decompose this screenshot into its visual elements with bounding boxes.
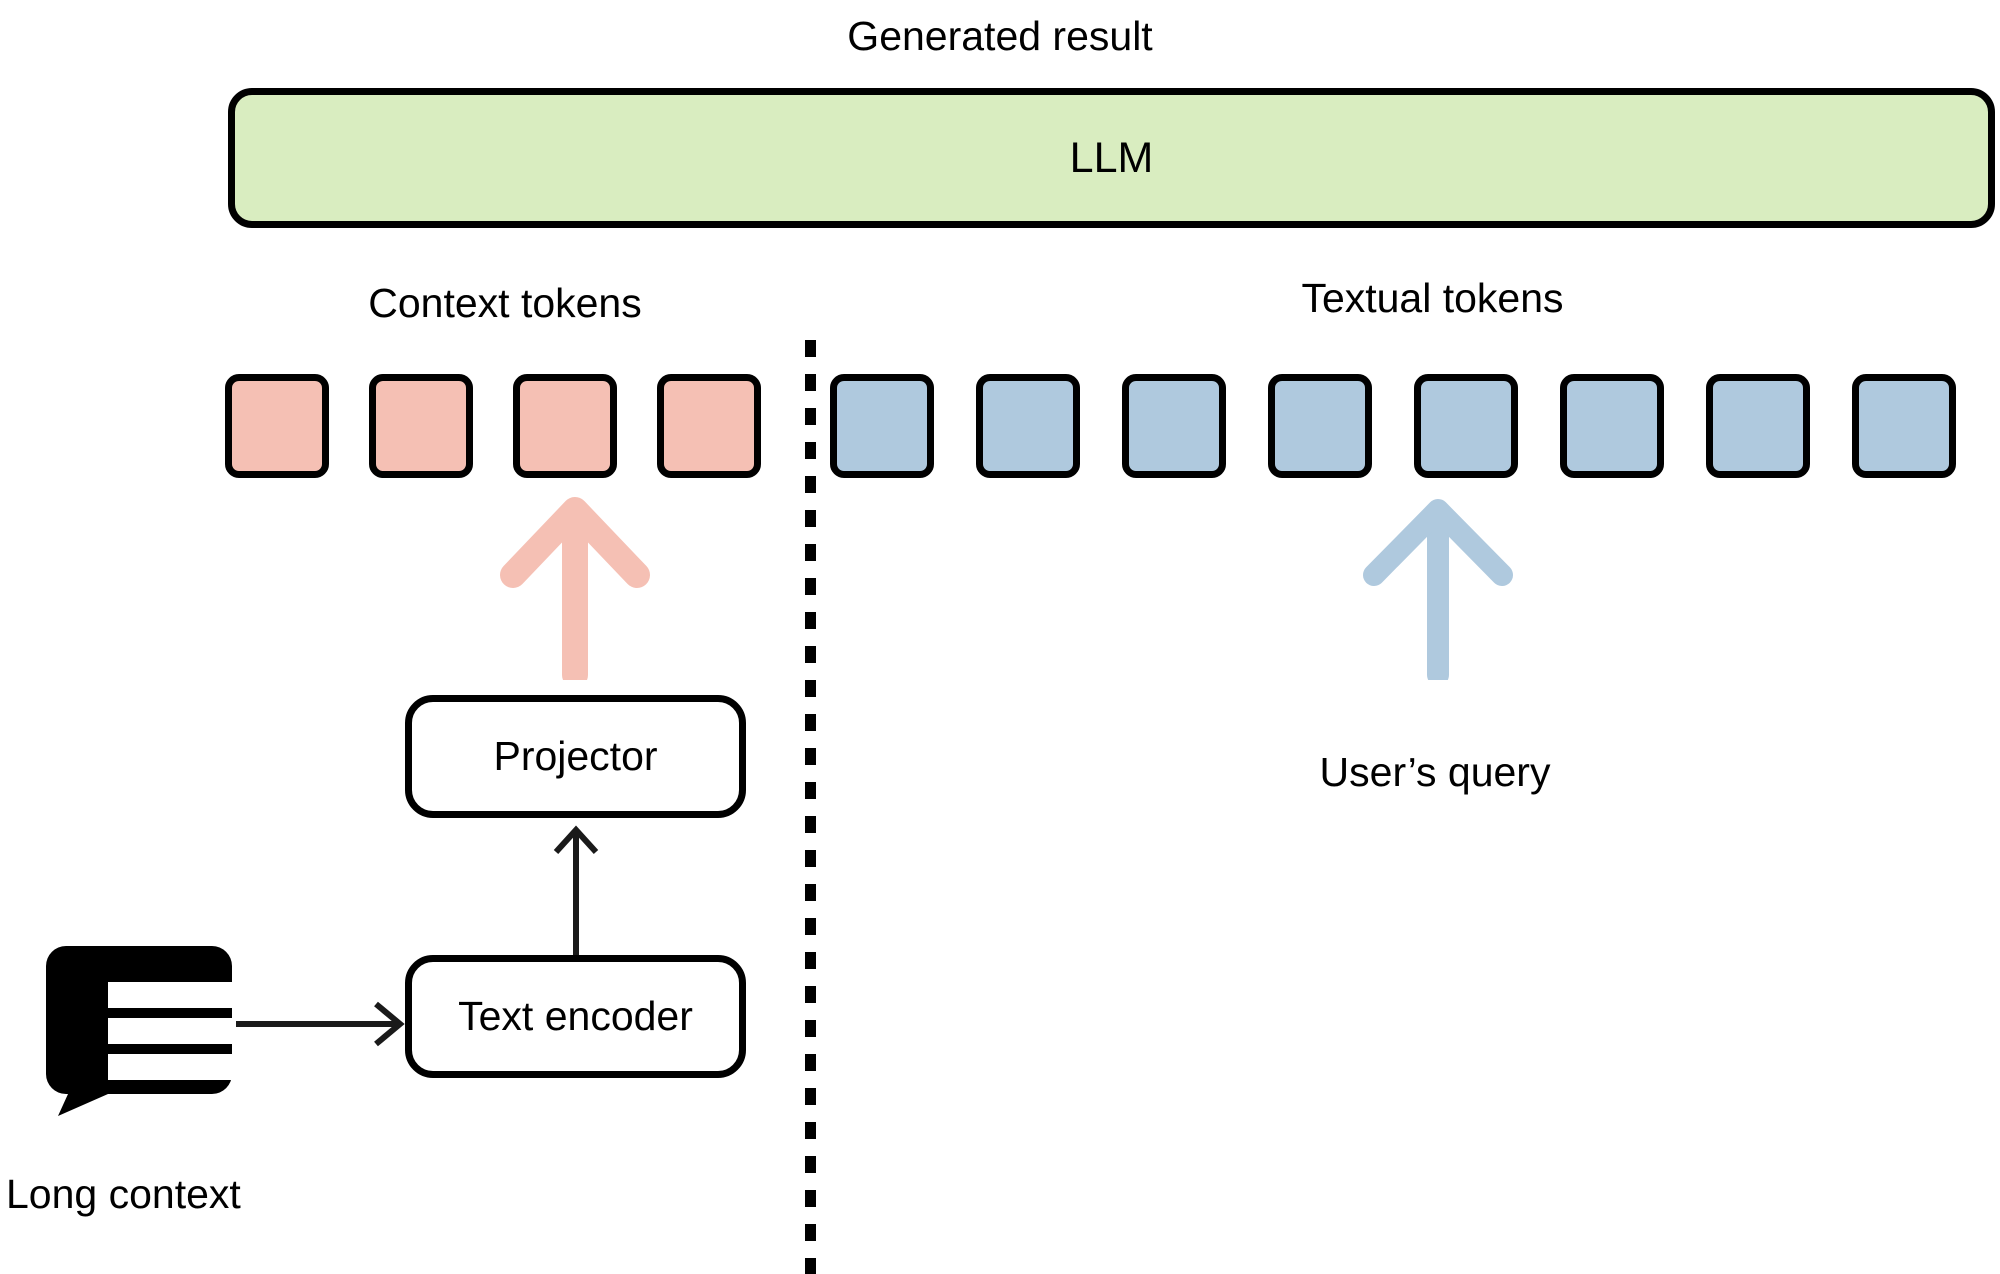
textual-token[interactable] — [1706, 374, 1810, 478]
textual-token[interactable] — [1560, 374, 1664, 478]
textual-token[interactable] — [1122, 374, 1226, 478]
generated-result-label: Generated result — [847, 13, 1153, 59]
llm-block[interactable]: LLM — [228, 88, 1995, 228]
projector-block[interactable]: Projector — [405, 695, 746, 818]
long-context-label: Long context — [6, 1171, 241, 1217]
context-token[interactable] — [657, 374, 761, 478]
textual-tokens-label: Textual tokens — [1301, 275, 1564, 321]
text-encoder-label: Text encoder — [458, 993, 693, 1039]
textual-token[interactable] — [1852, 374, 1956, 478]
long-context-to-encoder-arrow-icon — [236, 1001, 405, 1047]
vertical-dashed-divider — [805, 340, 816, 1274]
speech-bubble-lines-icon — [46, 946, 232, 1116]
textual-flow-arrow-icon — [1363, 499, 1513, 680]
textual-token[interactable] — [830, 374, 934, 478]
context-token[interactable] — [369, 374, 473, 478]
context-flow-arrow-icon — [500, 497, 650, 680]
context-token[interactable] — [225, 374, 329, 478]
projector-label: Projector — [493, 733, 658, 779]
users-query-label: User’s query — [1319, 749, 1551, 795]
llm-label: LLM — [1069, 133, 1154, 182]
textual-token[interactable] — [1268, 374, 1372, 478]
context-token[interactable] — [513, 374, 617, 478]
textual-token[interactable] — [1414, 374, 1518, 478]
context-tokens-label: Context tokens — [368, 280, 642, 326]
textual-token[interactable] — [976, 374, 1080, 478]
encoder-to-projector-arrow-icon — [553, 825, 599, 962]
text-encoder-block[interactable]: Text encoder — [405, 955, 746, 1078]
